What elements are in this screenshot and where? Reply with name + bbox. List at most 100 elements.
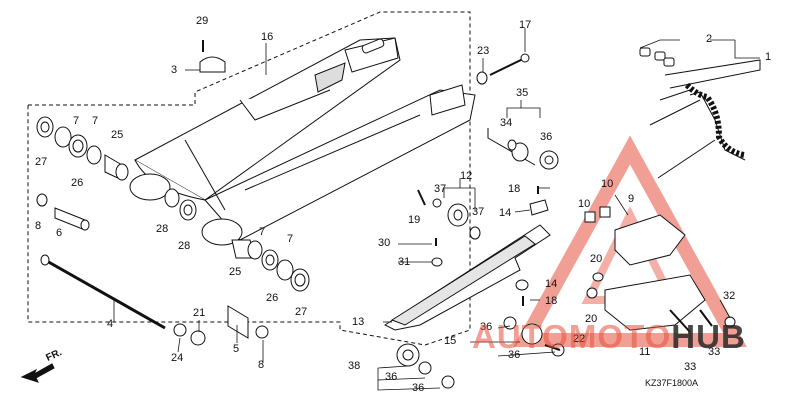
left-bearing-stack [36, 116, 197, 221]
pivot-boss-right [201, 218, 243, 246]
part-label-25-b: 25 [229, 266, 242, 278]
part-label-10-b: 10 [578, 198, 591, 210]
chain-guide-9 [614, 214, 686, 266]
part-label-36-a: 36 [480, 321, 493, 333]
part-label-7-c: 7 [259, 226, 266, 238]
collar-23 [476, 71, 488, 85]
part-label-30: 30 [378, 237, 391, 249]
nut-31 [431, 257, 443, 267]
part-label-33-b: 33 [684, 361, 697, 373]
washer-24 [173, 323, 187, 337]
roller-38 [396, 343, 420, 367]
collar-36a [503, 316, 517, 330]
part-label-22: 22 [573, 333, 586, 345]
part-label-11: 11 [639, 346, 651, 358]
part-label-8-b: 8 [258, 359, 265, 371]
part-label-3: 3 [171, 64, 178, 76]
right-bearing-stack [231, 239, 310, 292]
part-label-23: 23 [477, 45, 490, 57]
part-label-31: 31 [398, 256, 411, 268]
pivot-axle-4 [44, 258, 166, 330]
part-label-27-a: 27 [35, 156, 48, 168]
bolt-19 [417, 189, 426, 206]
collar-5 [227, 305, 249, 339]
part-label-7-b: 7 [92, 115, 99, 127]
collar-36c [418, 361, 432, 375]
bolt-22 [544, 344, 561, 351]
part-label-36-d: 36 [412, 382, 425, 394]
bracket-14-upper [529, 199, 549, 216]
washer-8-upper [36, 193, 48, 207]
part-label-33-a: 33 [708, 346, 721, 358]
part-label-13: 13 [352, 316, 365, 328]
part-label-10-a: 10 [601, 178, 614, 190]
part-label-18-a: 18 [508, 183, 521, 195]
diagram-code: KZ37F1800A [645, 378, 699, 388]
nut-21 [190, 330, 206, 346]
part-label-24: 24 [171, 352, 184, 364]
part-label-5: 5 [233, 343, 240, 355]
part-label-1: 1 [765, 51, 772, 63]
part-label-18-b: 18 [545, 295, 558, 307]
roller-12 [447, 203, 469, 227]
part-label-2: 2 [706, 33, 713, 45]
part-label-9: 9 [628, 193, 635, 205]
washer-8-lower [255, 325, 269, 339]
part-label-20-a: 20 [590, 253, 603, 265]
part-label-27-b: 27 [295, 306, 308, 318]
drive-chain [639, 47, 761, 179]
collar-10a [584, 211, 596, 223]
guide-plate-11 [604, 274, 706, 331]
part-label-14-b: 14 [545, 278, 558, 290]
part-label-32: 32 [723, 290, 736, 302]
part-label-7-a: 7 [73, 115, 80, 127]
leader-lines [113, 28, 760, 391]
collar-37a [432, 198, 442, 208]
part-label-29: 29 [196, 15, 209, 27]
part-label-6: 6 [56, 227, 63, 239]
bolt-33b [699, 309, 713, 327]
part-label-16: 16 [261, 31, 274, 43]
part-label-37-b: 37 [472, 206, 485, 218]
watermark-part-2: MOTO [568, 318, 672, 355]
part-label-38: 38 [348, 360, 361, 372]
part-label-36-top: 36 [540, 131, 553, 143]
part-label-36-c: 36 [385, 371, 398, 383]
part-label-12: 12 [460, 170, 473, 182]
part-label-19: 19 [408, 214, 421, 226]
part-label-17: 17 [519, 19, 532, 31]
washer-14-lower [515, 279, 529, 291]
part-label-4: 4 [107, 318, 114, 330]
part-label-26-a: 26 [71, 177, 84, 189]
washer-20a [592, 272, 604, 282]
swingarm-body [133, 37, 476, 241]
pivot-boss-left [129, 173, 171, 201]
part-label-15: 15 [444, 335, 457, 347]
part-label-36-b: 36 [508, 349, 521, 361]
part-label-26-b: 26 [266, 292, 279, 304]
part-label-21: 21 [193, 307, 206, 319]
washer-20b [586, 287, 598, 299]
part-label-35: 35 [516, 87, 529, 99]
collar-36d [441, 375, 455, 389]
part-label-28-b: 28 [178, 240, 191, 252]
bolt-33a [669, 309, 691, 333]
part-label-28-a: 28 [156, 223, 169, 235]
part-label-34: 34 [500, 117, 513, 129]
part-label-14-a: 14 [499, 207, 512, 219]
collar-10b [599, 206, 611, 218]
watermark-part-1: AUTO [472, 318, 569, 355]
watermark-triangle-large [513, 135, 747, 347]
part-label-25-a: 25 [111, 129, 124, 141]
part-label-37-a: 37 [434, 183, 447, 195]
collar-37b [469, 226, 481, 240]
watermark-part-3: HUB [671, 318, 746, 355]
clamp-3 [199, 56, 226, 73]
assembly-outline [27, 11, 471, 346]
roller-15 [521, 323, 543, 345]
part-label-20-b: 20 [585, 313, 598, 325]
nut-32 [724, 316, 736, 328]
slider-roller-group [487, 128, 559, 170]
bolt-17 [489, 57, 526, 76]
